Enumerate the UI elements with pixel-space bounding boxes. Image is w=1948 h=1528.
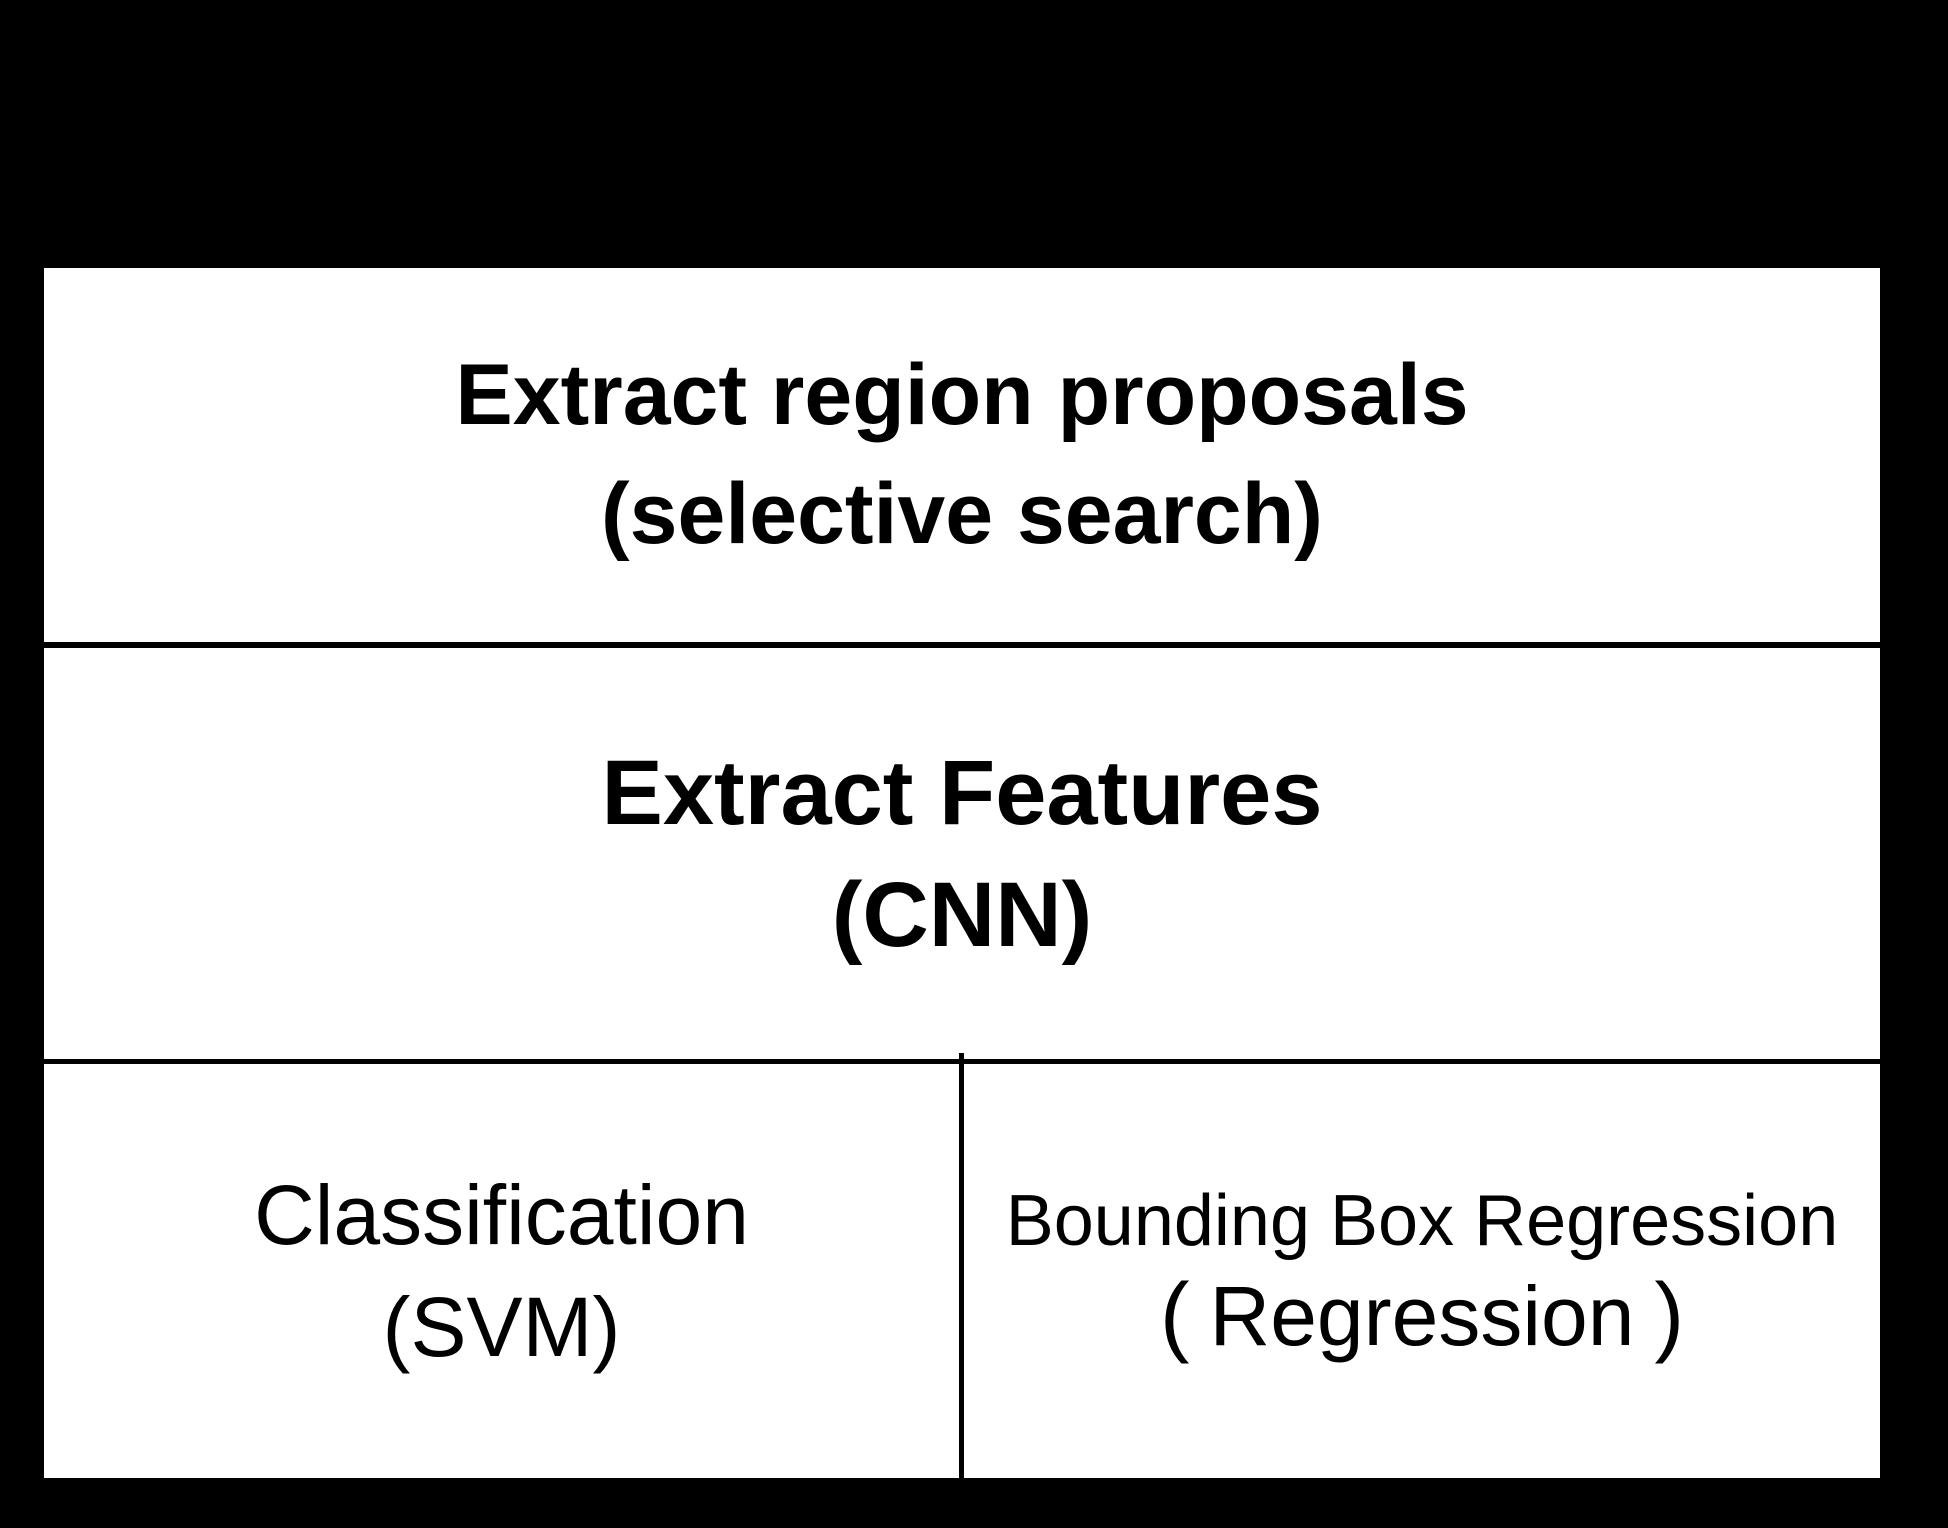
- step-classification-method: (SVM): [382, 1280, 621, 1374]
- step-classification-title: Classification: [254, 1168, 749, 1262]
- step-extract-features-method: (CNN): [831, 863, 1093, 966]
- step-region-proposals-method: (selective search): [601, 466, 1323, 562]
- step-classification-cell: Classification (SVM): [44, 1064, 959, 1478]
- step-extract-features-title: Extract Features: [601, 741, 1323, 844]
- column-divider-line: [959, 1053, 964, 1478]
- step-extract-features: Extract Features (CNN): [44, 648, 1880, 1064]
- step-bbox-regression-method-text: Regression: [1209, 1269, 1635, 1363]
- step-bbox-regression-cell: Bounding Box Regression (Regression): [964, 1064, 1880, 1478]
- step-bbox-regression-method: (Regression): [1159, 1264, 1685, 1364]
- output-steps-row: Classification (SVM) Bounding Box Regres…: [44, 1064, 1880, 1478]
- step-region-proposals-title: Extract region proposals: [455, 347, 1469, 443]
- step-region-proposals: Extract region proposals (selective sear…: [44, 268, 1880, 648]
- rcnn-pipeline-table: Extract region proposals (selective sear…: [44, 268, 1880, 1478]
- step-bbox-regression-title: Bounding Box Regression: [1005, 1181, 1839, 1261]
